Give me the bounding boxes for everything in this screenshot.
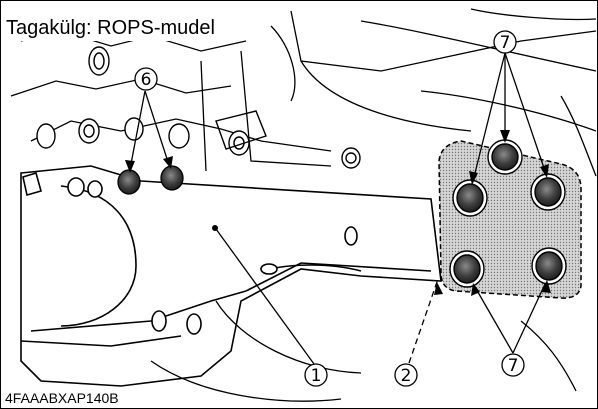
lower-lines: [150, 300, 577, 402]
callout-badge-1: 1: [304, 363, 328, 387]
plug-left: [117, 169, 141, 195]
callout-badge-7-top: 7: [493, 30, 517, 54]
bolt-upper-left: [452, 179, 488, 217]
cover-bolts: [449, 139, 567, 288]
leader-lines: [129, 52, 547, 365]
bolt-lower-right: [531, 247, 567, 285]
callout-label-7-top: 7: [500, 33, 511, 53]
callout-label-1: 1: [311, 366, 322, 386]
callout-badge-2: 2: [394, 363, 418, 387]
housing-lines: [10, 8, 597, 177]
plug-right: [160, 165, 184, 191]
figure-code: 4FAAABXAP140B: [2, 388, 122, 408]
callout-label-2: 2: [401, 366, 412, 386]
frame-body: [20, 165, 442, 387]
callout-badge-7-bottom: 7: [501, 353, 525, 377]
bolt-top-center: [487, 139, 523, 175]
plugs: [117, 165, 184, 195]
bolt-lower-left: [449, 250, 485, 288]
figure-title: Tagakülg: ROPS-mudel: [2, 15, 219, 41]
bolt-upper-right: [530, 173, 566, 211]
callout-label-6: 6: [141, 70, 152, 90]
housing-bosses: [36, 46, 361, 169]
callout-badge-6: 6: [134, 67, 158, 91]
callout-label-7-bottom: 7: [508, 356, 519, 376]
arrowheads: [125, 130, 551, 296]
